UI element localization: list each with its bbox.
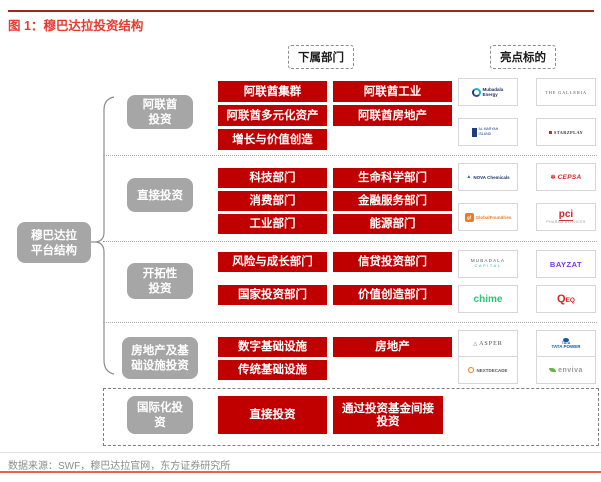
- dept-box: 消费部门: [218, 191, 327, 211]
- logo-mubadala-energy: Mubadala Energy: [458, 78, 518, 106]
- logo-qeq: QEQ: [536, 285, 596, 313]
- logo-text: enviva: [558, 366, 583, 374]
- branch-node-uae-investment: 阿联酋投资: [127, 95, 193, 129]
- logo-cepsa: ✽ CEPSA: [536, 163, 596, 191]
- asper-triangle-icon: △: [473, 341, 478, 347]
- enviva-leaf-icon: [549, 368, 557, 372]
- dept-box: 数字基础设施: [218, 337, 327, 357]
- logo-tata-power: TATA TATA POWER: [536, 330, 596, 358]
- data-source-note: 数据来源：SWF，穆巴达拉官网，东方证券研究所: [8, 461, 231, 472]
- logo-text: Mubadala Energy: [482, 86, 504, 97]
- dept-box: 阿联酋房地产: [333, 105, 452, 126]
- column-header-highlights: 亮点标的: [490, 45, 556, 69]
- branch-label: 国际化投资: [137, 400, 183, 429]
- footer-hairline: [0, 452, 601, 453]
- nextdecade-ring-icon: [468, 367, 475, 373]
- logo-text: GlobalFoundries: [475, 214, 512, 220]
- tata-oval-icon: [563, 337, 569, 342]
- logo-starzplay: STARZPLAY: [536, 118, 596, 146]
- dept-box: 直接投资: [218, 396, 327, 434]
- nova-mark-icon: ▲: [466, 174, 472, 180]
- dept-box: 生命科学部门: [333, 168, 452, 188]
- dept-box-label: 通过投资基金间接投资: [342, 400, 434, 428]
- dept-box: 房地产: [333, 337, 452, 357]
- al-maryah-emblem-icon: [471, 127, 477, 137]
- logo-subtext: TATA POWER: [551, 344, 581, 350]
- logo-the-galleria: THE GALLERIA: [536, 78, 596, 106]
- dept-box: 通过投资基金间接投资: [333, 396, 443, 434]
- logo-text-stack: MUBADALA CAPITAL: [470, 258, 506, 269]
- logo-text: NEXTDECADE: [476, 367, 508, 373]
- logo-text: TATA: [561, 340, 571, 345]
- dept-box: 阿联酋多元化资产: [218, 105, 327, 126]
- dept-box: 工业部门: [218, 214, 327, 234]
- logo-text: CEPSA: [557, 173, 582, 181]
- top-rule: [8, 10, 594, 12]
- branch-label: 房地产及基础设施投资: [131, 343, 189, 372]
- dept-box: 金融服务部门: [333, 191, 452, 211]
- dept-box: 科技部门: [218, 168, 327, 188]
- logo-text: THE GALLERIA: [545, 89, 587, 95]
- dept-box: 阿联酋工业: [333, 81, 452, 102]
- bottom-rule: [0, 471, 601, 473]
- logo-text: QEQ: [557, 293, 575, 305]
- root-node-label: 穆巴达拉平台结构: [31, 227, 77, 257]
- logo-text: NOVA Chemicals: [473, 174, 510, 180]
- dept-box: 国家投资部门: [218, 285, 327, 305]
- logo-text: ASPER: [479, 341, 503, 347]
- column-header-departments: 下属部门: [288, 45, 354, 69]
- logo-text: STARZPLAY: [553, 129, 584, 135]
- logo-pci-pharma: pci PHARMA SERVICES: [536, 203, 596, 231]
- branch-node-pioneering-investment: 开拓性投资: [127, 263, 193, 299]
- branch-label: 开拓性投资: [142, 266, 178, 295]
- international-section-dashed-frame: [103, 388, 599, 446]
- branch-node-direct-investment: 直接投资: [127, 178, 193, 212]
- logo-subtext: CAPITAL: [474, 263, 502, 269]
- logo-text-stack: pci PHARMA SERVICES: [546, 208, 586, 225]
- dept-box: 传统基础设施: [218, 360, 327, 380]
- logo-al-maryah-island: AL MARYAH ISLAND: [458, 118, 518, 146]
- dept-box: 增长与价值创造: [218, 129, 327, 150]
- logo-text: AL MARYAH ISLAND: [478, 127, 499, 136]
- logo-text: BAYZAT: [549, 259, 583, 269]
- globalfoundries-square-icon: gf: [464, 212, 474, 222]
- root-node: 穆巴达拉平台结构: [17, 222, 91, 263]
- section-separator: [103, 241, 597, 242]
- logo-nextdecade: NEXTDECADE: [458, 356, 518, 384]
- dept-box: 阿联酋集群: [218, 81, 327, 102]
- logo-text: MUBADALA: [470, 258, 506, 264]
- section-separator: [103, 155, 597, 156]
- figure-title: 图 1：穆巴达拉投资结构: [8, 19, 144, 33]
- dept-box: 价值创造部门: [333, 285, 452, 305]
- logo-mubadala-capital: MUBADALA CAPITAL: [458, 250, 518, 278]
- logo-text-stack: TATA TATA POWER: [551, 337, 581, 351]
- logo-text: chime: [473, 293, 503, 305]
- logo-bayzat: BAYZAT: [536, 250, 596, 278]
- logo-enviva: enviva: [536, 356, 596, 384]
- branch-label: 直接投资: [137, 187, 183, 202]
- dept-box: 信贷投资部门: [333, 252, 452, 272]
- logo-globalfoundries: gf GlobalFoundries: [458, 203, 518, 231]
- branch-node-international-investment: 国际化投资: [127, 396, 193, 434]
- logo-nova-chemicals: ▲ NOVA Chemicals: [458, 163, 518, 191]
- red-square-mark-icon: [548, 130, 552, 134]
- logo-text: pci: [558, 208, 574, 221]
- dept-box: 风险与成长部门: [218, 252, 327, 272]
- section-separator: [103, 322, 597, 323]
- dept-box: 能源部门: [333, 214, 452, 234]
- logo-chime: chime: [458, 285, 518, 313]
- branch-node-realestate-infrastructure: 房地产及基础设施投资: [122, 337, 198, 379]
- cepsa-flower-icon: ✽: [550, 174, 556, 181]
- logo-asper: △ ASPER: [458, 330, 518, 358]
- mubadala-energy-swirl-icon: [471, 87, 481, 97]
- logo-subtext: PHARMA SERVICES: [546, 219, 586, 224]
- branch-label: 阿联酋投资: [142, 97, 178, 126]
